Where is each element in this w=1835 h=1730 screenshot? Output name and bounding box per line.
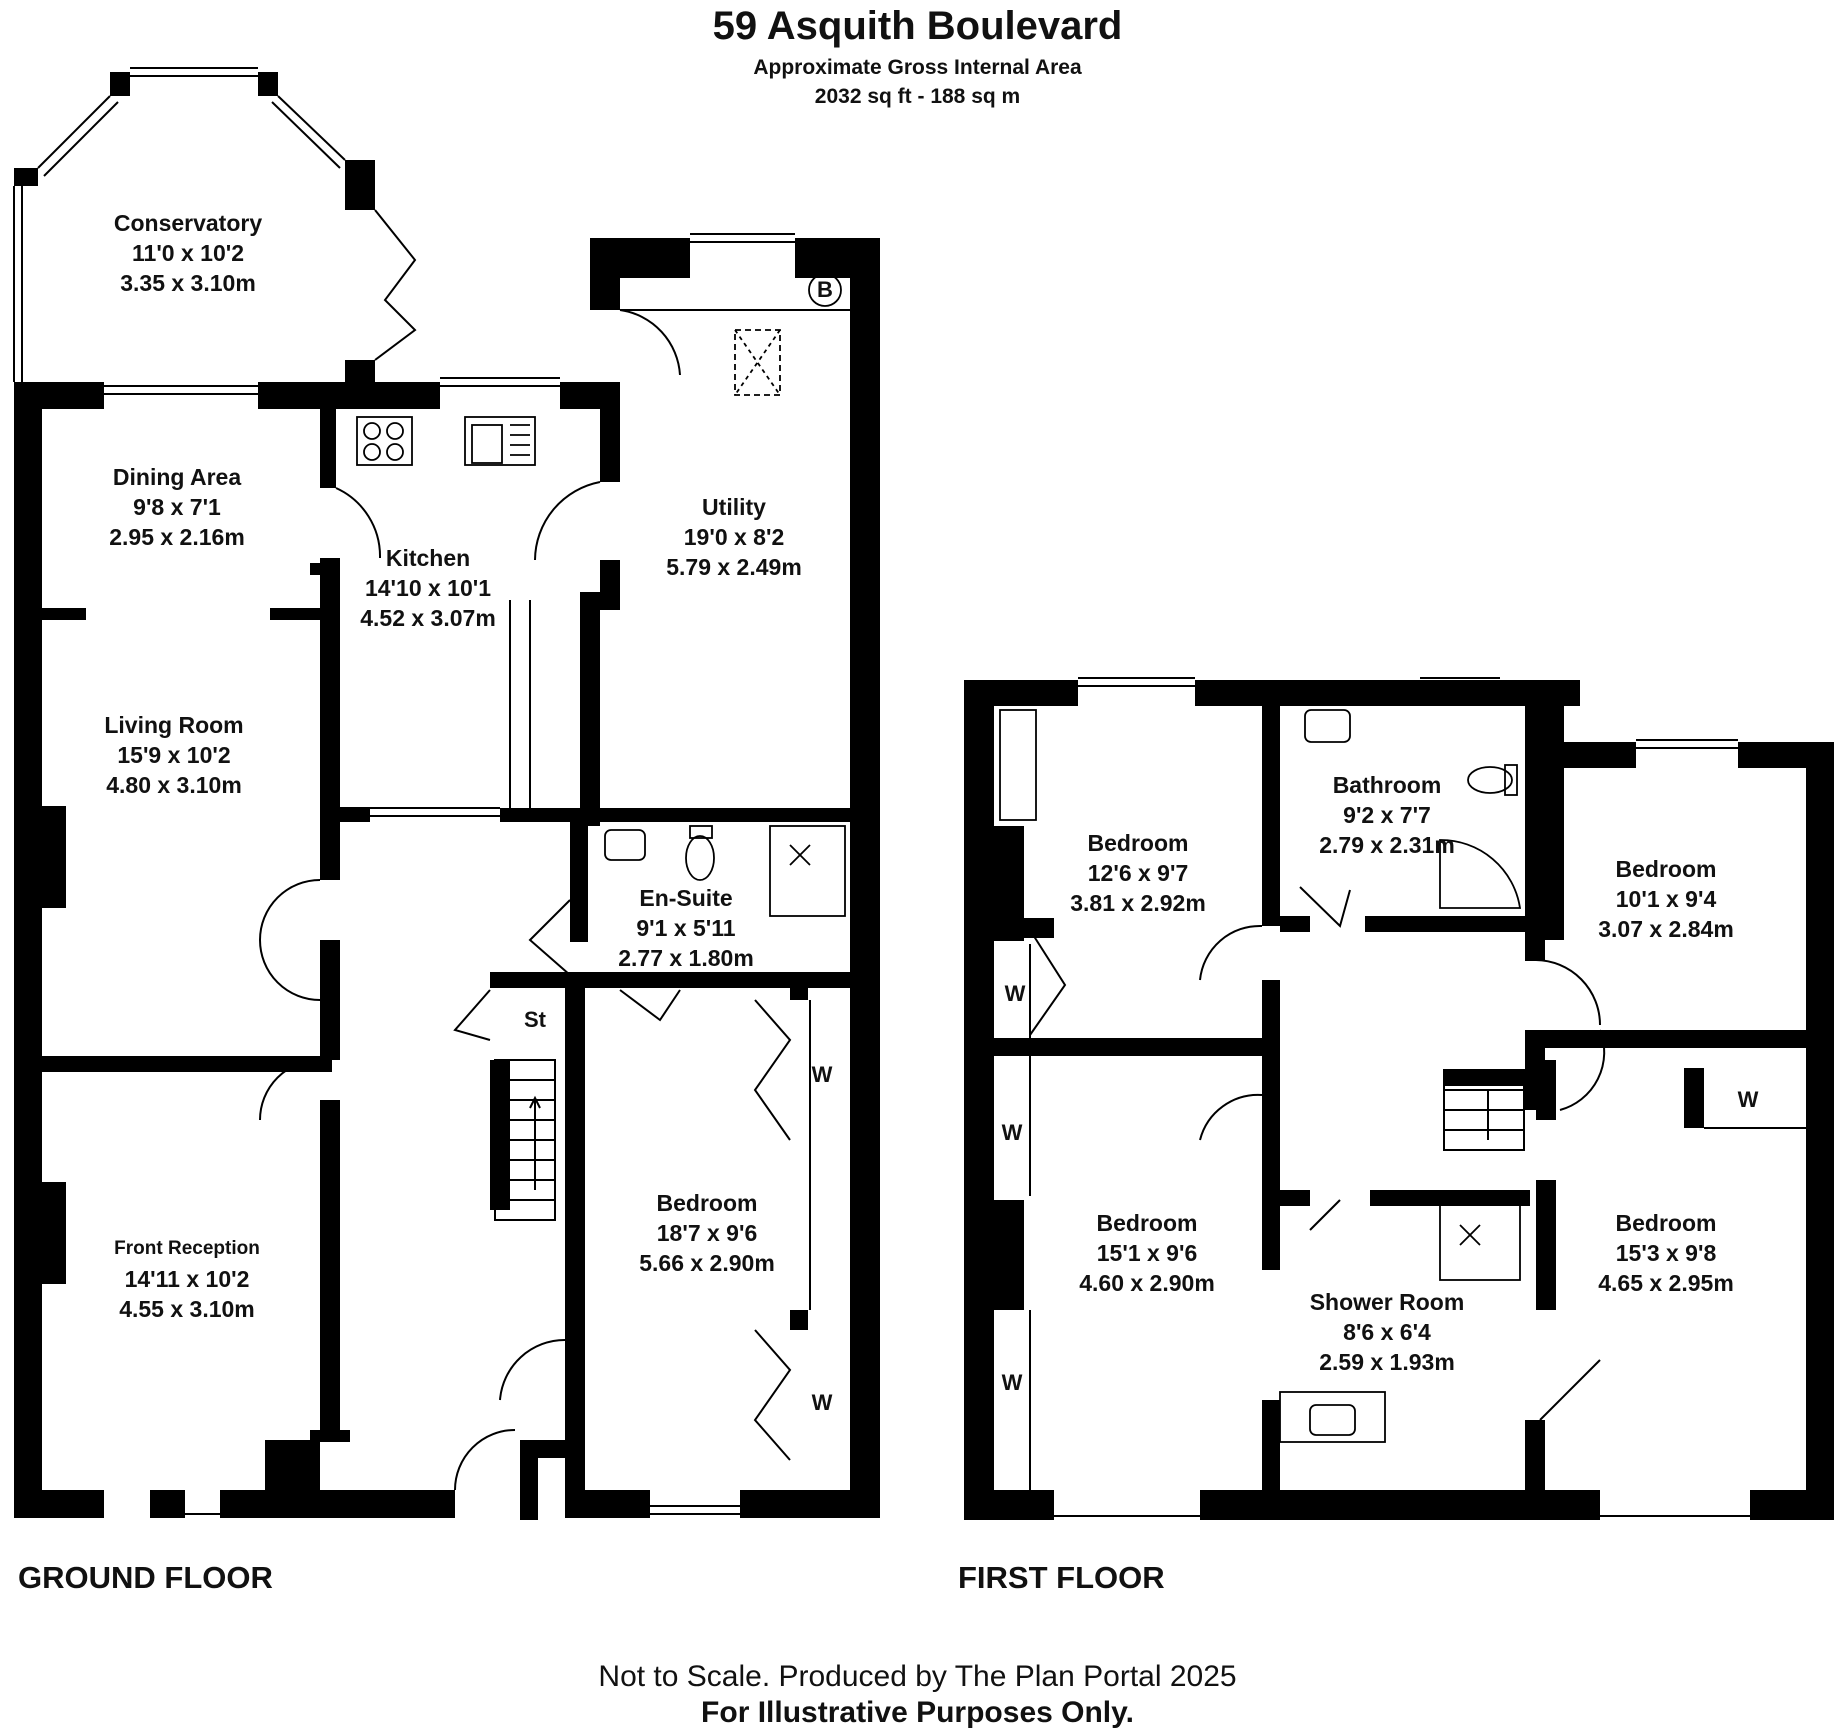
wardrobe-tag: W [1001, 1120, 1023, 1145]
first-floor-label: FIRST FLOOR [958, 1560, 1165, 1595]
room-label-utility: Utility 19'0 x 8'2 5.79 x 2.49m [666, 494, 802, 580]
room-label-bedroom-4: Bedroom 15'3 x 9'8 4.65 x 2.95m [1598, 1210, 1734, 1296]
fixtures [356, 273, 1522, 1443]
room-label-front-reception: Front Reception 14'11 x 10'2 4.55 x 3.10… [114, 1238, 260, 1322]
room-label-bathroom: Bathroom 9'2 x 7'7 2.79 x 2.31m [1319, 772, 1455, 858]
disclaimer-illustrative: For Illustrative Purposes Only. [701, 1696, 1134, 1729]
wardrobe-tag: W [1001, 1370, 1023, 1395]
room-label-living-room: Living Room 15'9 x 10'2 4.80 x 3.10m [104, 712, 244, 798]
room-label-kitchen: Kitchen 14'10 x 10'1 4.52 x 3.07m [360, 545, 496, 631]
staircase [494, 1059, 1525, 1221]
wardrobe-tag: W [811, 1390, 833, 1415]
store-tag: St [524, 1007, 546, 1032]
room-label-bedroom-3: Bedroom 15'1 x 9'6 4.60 x 2.90m [1079, 1210, 1215, 1296]
area-value: 2032 sq ft - 188 sq m [814, 85, 1021, 108]
room-label-bedroom-1: Bedroom 12'6 x 9'7 3.81 x 2.92m [1070, 830, 1206, 916]
room-label-bedroom-2: Bedroom 10'1 x 9'4 3.07 x 2.84m [1598, 856, 1734, 942]
room-label-shower-room: Shower Room 8'6 x 6'4 2.59 x 1.93m [1309, 1289, 1465, 1375]
wardrobe-tag: W [811, 1062, 833, 1087]
ground-floor-label: GROUND FLOOR [18, 1560, 273, 1595]
wardrobe-tag: W [1004, 981, 1026, 1006]
disclaimer-scale: Not to Scale. Produced by The Plan Porta… [598, 1660, 1237, 1693]
wardrobe-tag: W [1737, 1087, 1759, 1112]
windows [13, 67, 1806, 1517]
boiler-tag: B [817, 277, 833, 302]
room-label-conservatory: Conservatory 11'0 x 10'2 3.35 x 3.10m [113, 210, 263, 296]
doors [259, 309, 1606, 1491]
plan-title: 59 Asquith Boulevard [712, 4, 1123, 48]
walls [14, 72, 1834, 1520]
room-label-dining-area: Dining Area 9'8 x 7'1 2.95 x 2.16m [109, 464, 245, 550]
area-caption: Approximate Gross Internal Area [753, 56, 1082, 79]
room-label-ground-bedroom: Bedroom 18'7 x 9'6 5.66 x 2.90m [639, 1190, 775, 1276]
room-label-en-suite: En-Suite 9'1 x 5'11 2.77 x 1.80m [618, 885, 754, 971]
